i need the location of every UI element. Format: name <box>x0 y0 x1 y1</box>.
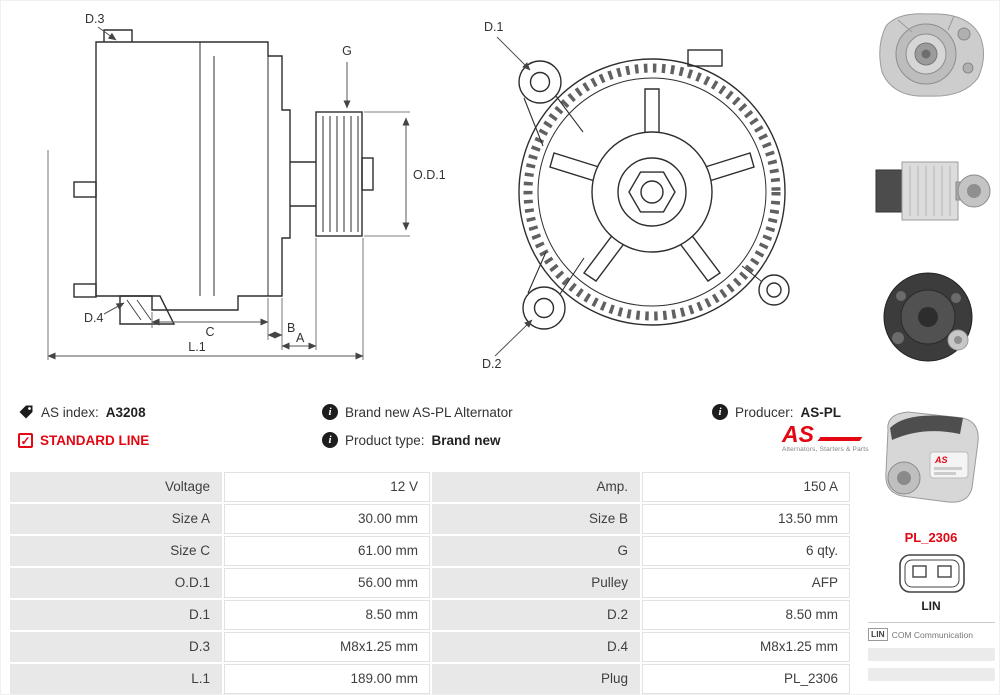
spec-label: D.3 <box>10 632 222 662</box>
comm-badge: LIN <box>868 628 888 641</box>
side-view-drawing <box>73 29 374 325</box>
comm-section: LIN COM Communication <box>868 622 995 681</box>
front-dimension-lines <box>494 36 533 357</box>
spec-value: M8x1.25 mm <box>224 632 430 662</box>
spec-label: Amp. <box>432 472 640 502</box>
as-logo-text: AS <box>782 421 814 447</box>
brand-new-text: Brand new AS-PL Alternator <box>345 404 513 420</box>
brand-new-row: i Brand new AS-PL Alternator <box>322 400 513 424</box>
spec-label: Plug <box>432 664 640 694</box>
tag-icon <box>19 405 33 419</box>
spec-label: Size C <box>10 536 222 566</box>
plug-connector-diagram <box>899 554 965 593</box>
as-index-label: AS index: <box>41 404 99 420</box>
dim-label-od1: O.D.1 <box>413 168 446 182</box>
spec-value: 61.00 mm <box>224 536 430 566</box>
spec-label: O.D.1 <box>10 568 222 598</box>
product-type-label: Product type: <box>345 432 425 448</box>
spec-label: D.2 <box>432 600 640 630</box>
spec-value: 6 qty. <box>642 536 850 566</box>
dim-label-c: C <box>205 325 214 339</box>
dim-label-d3: D.3 <box>85 12 105 26</box>
plug-name-label: LIN <box>921 599 941 613</box>
spec-label: G <box>432 536 640 566</box>
spec-label: Size B <box>432 504 640 534</box>
product-photo-1 <box>868 6 994 109</box>
producer-value: AS-PL <box>800 404 842 420</box>
dim-label-b: B <box>287 321 295 335</box>
spec-value: 189.00 mm <box>224 664 430 694</box>
spec-value: PL_2306 <box>642 664 850 694</box>
info-icon: i <box>322 432 338 448</box>
spec-value: M8x1.25 mm <box>642 632 850 662</box>
info-icon: i <box>712 404 728 420</box>
spec-value: AFP <box>642 568 850 598</box>
product-photo-2 <box>868 140 994 243</box>
check-icon: ✓ <box>18 432 33 448</box>
product-photo-3 <box>868 268 994 371</box>
dim-label-l1: L.1 <box>188 340 205 354</box>
front-view-drawing <box>518 49 790 330</box>
info-icon: i <box>322 404 338 420</box>
comm-text: COM Communication <box>891 629 973 640</box>
as-index-value: A3208 <box>105 404 146 420</box>
product-type-row: i Product type: Brand new <box>322 428 513 452</box>
product-type-value: Brand new <box>431 432 501 448</box>
spec-label: D.4 <box>432 632 640 662</box>
standard-line-label: STANDARD LINE <box>40 432 150 448</box>
plug-code-label: PL_2306 <box>904 530 958 545</box>
product-info-bar: AS index: A3208 ✓ STANDARD LINE i Brand … <box>0 396 869 466</box>
placeholder-row <box>868 668 995 681</box>
spec-value: 56.00 mm <box>224 568 430 598</box>
producer-row: i Producer: AS-PL <box>712 400 841 424</box>
standard-line-row: ✓ STANDARD LINE <box>18 428 149 452</box>
spec-value: 13.50 mm <box>642 504 850 534</box>
technical-drawings: D.3 G O.D.1 C B A L.1 D.4 <box>47 12 790 371</box>
side-dimension-lines <box>47 26 410 360</box>
spec-label: Voltage <box>10 472 222 502</box>
dim-label-d4: D.4 <box>84 311 104 325</box>
spec-value: 12 V <box>224 472 430 502</box>
dim-label-g: G <box>342 44 352 58</box>
spec-value: 8.50 mm <box>224 600 430 630</box>
spec-table: Voltage 12 V Amp. 150 A Size A 30.00 mm … <box>10 472 850 694</box>
dim-label-d2: D.2 <box>482 357 502 371</box>
as-pl-logo: AS Alternators, Starters & Parts <box>782 421 872 454</box>
spec-value: 8.50 mm <box>642 600 850 630</box>
as-logo-swoosh <box>817 437 863 441</box>
spec-value: 150 A <box>642 472 850 502</box>
spec-label: Size A <box>10 504 222 534</box>
placeholder-row <box>868 648 995 661</box>
sticker-brand-text: AS <box>934 455 948 465</box>
spec-label: D.1 <box>10 600 222 630</box>
spec-label: Pulley <box>432 568 640 598</box>
as-logo-tagline: Alternators, Starters & Parts <box>782 446 869 453</box>
dim-label-a: A <box>296 331 305 345</box>
dim-label-d1: D.1 <box>484 20 504 34</box>
product-photo-4: AS <box>868 400 994 525</box>
spec-value: 30.00 mm <box>224 504 430 534</box>
spec-label: L.1 <box>10 664 222 694</box>
as-index-row: AS index: A3208 <box>18 400 149 424</box>
producer-label: Producer: <box>735 404 794 420</box>
